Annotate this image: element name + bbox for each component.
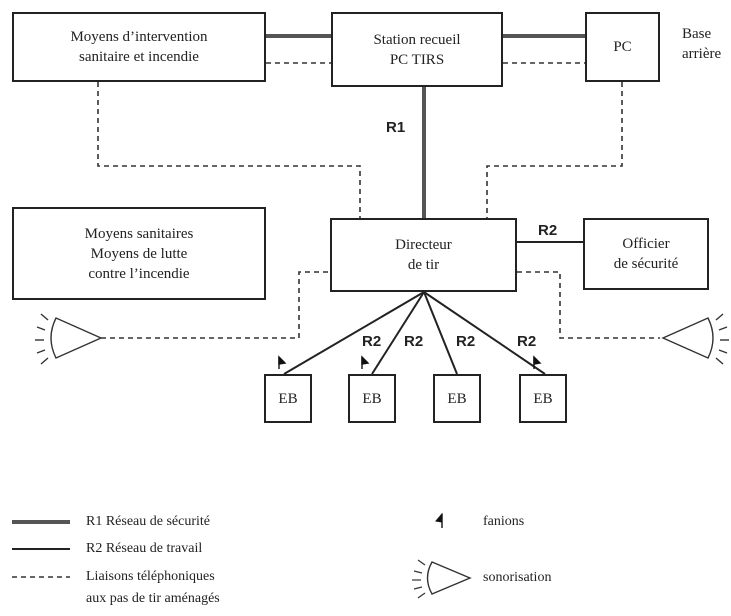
link-label-r2-eb1: R2 [362, 333, 382, 350]
fanion-icons [278, 355, 542, 369]
box-officier-securite: Officier de sécurité [583, 218, 709, 290]
loudspeaker-icon-left [35, 313, 103, 365]
box-station-line2: PC TIRS [389, 51, 445, 68]
label-base-arriere: Base arrière [682, 24, 721, 64]
box-directeur-line2: de tir [407, 257, 440, 273]
box-station-recueil: Station recueil PC TIRS [331, 12, 503, 87]
box-intervention: Moyens d’intervention sanitaire et incen… [12, 12, 266, 82]
telephone-links [97, 62, 660, 339]
box-eb-3: EB [433, 374, 481, 423]
box-pc-label: PC [613, 39, 632, 55]
link-label-r2-eb3: R2 [456, 333, 476, 350]
link-label-r2-officier: R2 [538, 222, 558, 239]
r1-security-links [266, 34, 585, 218]
box-intervention-line2: sanitaire et incendie [79, 49, 199, 65]
r2-work-links [283, 241, 583, 375]
box-pc: PC [585, 12, 660, 82]
loudspeaker-icon-right [661, 313, 729, 365]
label-base-line1: Base [682, 26, 712, 42]
box-sanitaires-line2: Moyens de lutte [90, 245, 188, 262]
box-eb-3-label: EB [447, 390, 467, 407]
legend-r1: R1 Réseau de sécurité [86, 514, 211, 529]
legend-sonorisation: sonorisation [483, 570, 552, 585]
link-label-r2-eb2: R2 [404, 333, 424, 350]
box-eb-2: EB [348, 374, 396, 423]
box-officier-line2: de sécurité [613, 256, 679, 272]
legend-r2: R2 Réseau de travail [86, 541, 203, 556]
legend-phone-line2: aux pas de tir aménagés [86, 591, 220, 606]
box-eb-4-label: EB [533, 390, 553, 407]
box-moyens-sanitaires: Moyens sanitaires Moyens de lutte contre… [12, 207, 266, 300]
box-intervention-line1: Moyens d’intervention [70, 29, 208, 45]
box-officier-line1: Officier [622, 236, 670, 252]
box-eb-2-label: EB [362, 390, 382, 407]
box-station-line1: Station recueil [373, 31, 461, 48]
box-eb-4: EB [519, 374, 567, 423]
box-directeur-line1: Directeur [395, 237, 452, 253]
link-label-r2-eb4: R2 [517, 333, 537, 350]
box-sanitaires-line3: contre l’incendie [88, 265, 190, 282]
box-directeur-de-tir: Directeur de tir [330, 218, 517, 292]
box-eb-1: EB [264, 374, 312, 423]
box-sanitaires-line1: Moyens sanitaires [84, 225, 194, 242]
box-eb-1-label: EB [278, 390, 298, 407]
legend-fanions: fanions [483, 514, 525, 529]
legend-phone-line1: Liaisons téléphoniques [86, 569, 215, 584]
legend-symbols [12, 512, 472, 599]
label-base-line2: arrière [682, 46, 722, 62]
link-label-r1: R1 [386, 119, 406, 136]
